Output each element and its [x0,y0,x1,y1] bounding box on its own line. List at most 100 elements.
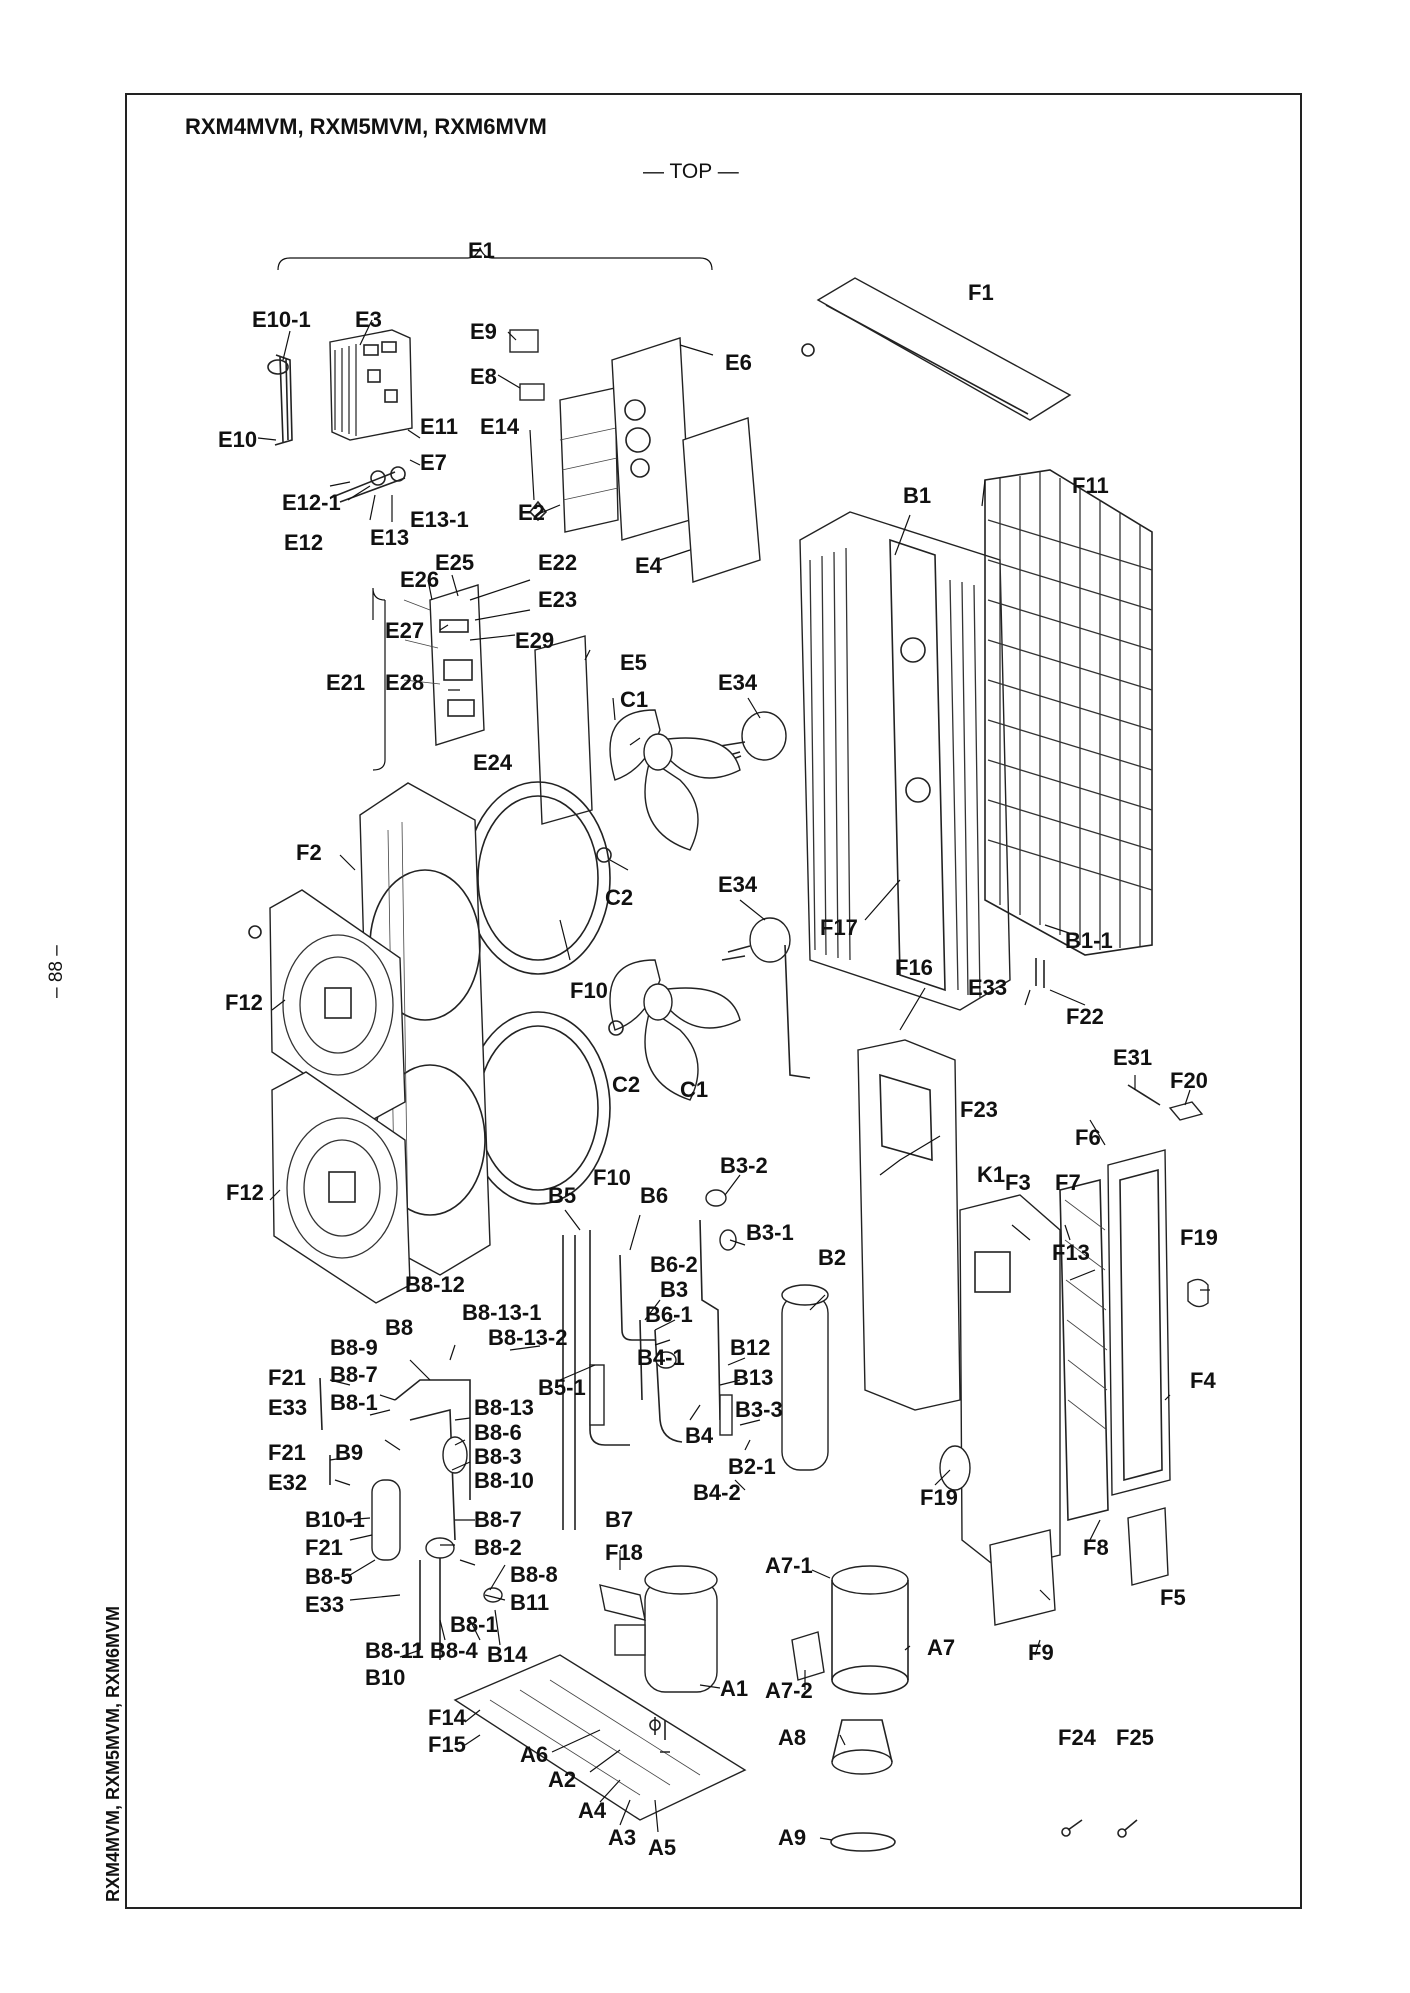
e6-e2-box [559,337,691,541]
piping-assembly [562,1189,737,1530]
label-e8: E8 [470,364,497,389]
label-c1-upper: C1 [620,687,648,712]
e12-e13-terminals [329,466,406,503]
label-f11: F11 [1072,473,1109,498]
label-b8: B8 [385,1315,413,1340]
label-f12-upper: F12 [225,990,263,1015]
f12-fan-guard-upper [248,889,406,1121]
label-f7: F7 [1055,1170,1081,1195]
label-b8-10: B8-10 [474,1468,534,1493]
label-e9: E9 [470,319,497,344]
label-f5: F5 [1160,1585,1186,1610]
label-b14: B14 [487,1642,528,1667]
label-e34-lower: E34 [718,872,758,897]
e31-f20-parts [1127,1084,1204,1121]
label-b3-3: B3-3 [735,1397,783,1422]
label-b1: B1 [903,483,931,508]
label-a8: A8 [778,1725,806,1750]
a2-a6-mount-parts [649,1717,670,1753]
label-f6: F6 [1075,1125,1101,1150]
label-f15: F15 [428,1732,466,1757]
page-border [125,93,1302,1909]
label-b10-1: B10-1 [305,1507,365,1532]
label-f8: F8 [1083,1535,1109,1560]
label-f10-lower: F10 [593,1165,631,1190]
label-f23: F23 [960,1097,998,1122]
label-e27: E27 [385,618,424,643]
f6-f13-f7-insulation [1059,1178,1109,1522]
label-a7-2: A7-2 [765,1678,813,1703]
label-e33-left: E33 [268,1395,307,1420]
label-e22: E22 [538,550,577,575]
label-b4-1: B4-1 [637,1345,685,1370]
label-b8-13-2: B8-13-2 [488,1325,567,1350]
label-f16: F16 [895,955,933,980]
label-f22: F22 [1066,1004,1104,1029]
label-e6: E6 [725,350,752,375]
label-b1-1: B1-1 [1065,928,1113,953]
label-b7: B7 [605,1507,633,1532]
label-e12: E12 [284,530,323,555]
label-a1: A1 [720,1676,748,1701]
label-b4: B4 [685,1423,714,1448]
label-b8-3: B8-3 [474,1444,522,1469]
label-f21-bottom: F21 [305,1535,343,1560]
label-a5: A5 [648,1835,676,1860]
label-k1: K1 [977,1162,1005,1187]
label-b8-1-bottom: B8-1 [450,1612,498,1637]
label-e32: E32 [268,1470,307,1495]
label-e2: E2 [518,500,545,525]
f14-bottom-frame [453,1654,747,1821]
c2-nut-lower [608,1020,624,1036]
label-b5-1: B5-1 [538,1375,586,1400]
label-f14: F14 [428,1705,467,1730]
label-f9: F9 [1028,1640,1054,1665]
label-f17: F17 [820,915,858,940]
label-b8-2: B8-2 [474,1535,522,1560]
e4-cover [682,417,761,583]
label-b8-7-top: B8-7 [330,1362,378,1387]
part-labels: E1 E10-1 E3 E9 E6 E8 E14 E10 E11 E7 E12-… [218,238,1218,1860]
e21-bracket [372,587,386,620]
f22-sensor [1035,958,1045,988]
label-f13: F13 [1052,1240,1090,1265]
label-f1: F1 [968,280,994,305]
label-f18: F18 [605,1540,643,1565]
label-b8-7-bottom: B8-7 [474,1507,522,1532]
b1-heat-exchanger [799,511,1011,1011]
label-e11: E11 [420,414,458,439]
label-b4-2: B4-2 [693,1480,741,1505]
label-b10: B10 [365,1665,405,1690]
label-e10: E10 [218,427,257,452]
e34-fan-motor-upper [711,711,787,763]
label-b8-1-top: B8-1 [330,1390,378,1415]
label-f24: F24 [1058,1725,1097,1750]
label-f4: F4 [1190,1368,1216,1393]
label-a6: A6 [520,1742,548,1767]
e3-heat-sink-board [329,329,413,441]
label-e4: E4 [635,553,663,578]
e5-cover [534,635,593,825]
f11-wire-guard [984,469,1153,956]
f9-f5-brackets [989,1507,1169,1626]
label-b2-1: B2-1 [728,1454,776,1479]
label-b13: B13 [733,1365,773,1390]
label-c2-lower: C2 [612,1072,640,1097]
label-a7-1: A7-1 [765,1553,813,1578]
c2-nut-upper [596,847,612,863]
label-b8-6: B8-6 [474,1420,522,1445]
label-b3: B3 [660,1277,688,1302]
label-c1-lower: C1 [680,1077,708,1102]
e9-e8-components [509,329,548,522]
label-a7: A7 [927,1635,955,1660]
label-e31: E31 [1113,1045,1152,1070]
label-e21: E21 [326,670,365,695]
label-b9: B9 [335,1440,363,1465]
label-b3-2: B3-2 [720,1153,768,1178]
c1-fan-lower [609,959,741,1101]
a1-compressor [614,1565,718,1693]
f24-f25-screws [1061,1819,1138,1838]
label-b3-1: B3-1 [746,1220,794,1245]
label-f19-right: F19 [1180,1225,1218,1250]
e1-brace [277,246,713,271]
